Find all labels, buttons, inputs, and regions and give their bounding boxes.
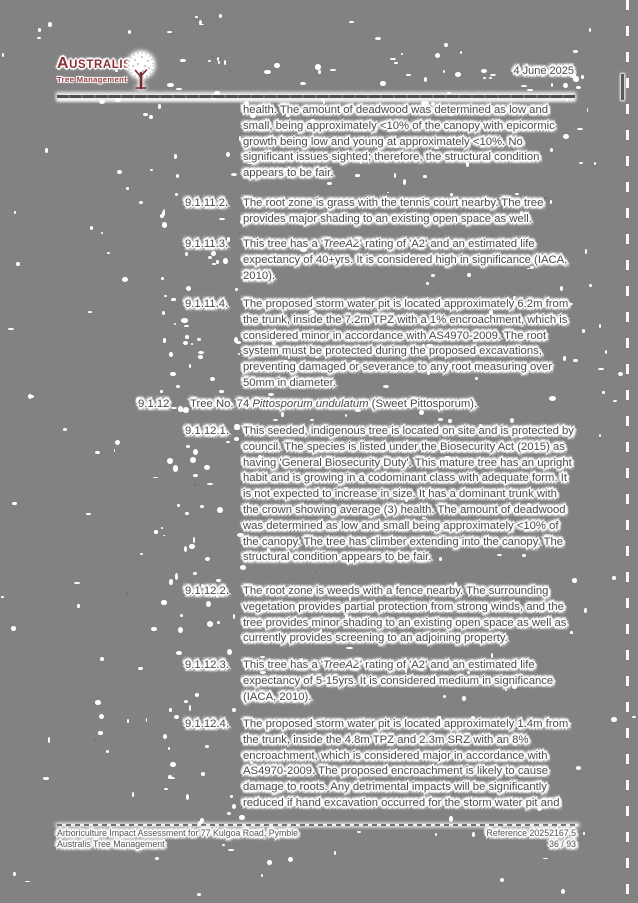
section-9.1.11.4: 9.1.11.4. The proposed storm water pit is…	[0, 297, 638, 392]
paragraph-text: This tree has a 'TreeAZ' rating of 'A2' …	[243, 238, 568, 282]
paragraph-text: health. The amount of deadwood was deter…	[243, 104, 555, 180]
paragraph-text: The root zone is grass with the tennis c…	[243, 197, 544, 225]
logo-tagline: Tree Management	[57, 75, 128, 84]
section-9.1.11.3: 9.1.11.3. This tree has a 'TreeAZ' rating…	[0, 237, 638, 284]
section-9.1.12: 9.1.12 Tree No. 74 Pittosporum undulatum …	[0, 397, 638, 413]
section-9.1.12.3: 9.1.12.3. This tree has a 'TreeAZ' rating…	[0, 658, 638, 705]
footer-page-number: 36 / 93	[549, 839, 576, 849]
section-number: 9.1.12.2.	[185, 585, 229, 597]
footer-company: Australis Tree Management	[57, 839, 165, 849]
paragraph-continuation: health. The amount of deadwood was deter…	[0, 103, 638, 182]
logo-brand-rest: USTRALIS	[69, 59, 132, 71]
paragraph-text: The root zone is weeds with a fence near…	[243, 585, 567, 645]
section-9.1.12.2: 9.1.12.2. The root zone is weeds with a f…	[0, 584, 638, 647]
footer-right: Reference 20252167.5 36 / 93	[486, 828, 576, 850]
footer-left: Arboriculture Impact Assessment for 77 K…	[57, 828, 298, 850]
footer-divider	[57, 824, 578, 826]
section-number: 9.1.12.4.	[185, 718, 229, 730]
section-number: 9.1.12.1.	[185, 425, 229, 437]
header-divider	[57, 95, 575, 98]
logo-brand-text: AUSTRALIS	[57, 56, 131, 73]
footer-reference: Reference 20252167.5	[486, 828, 576, 838]
paragraph-text: The proposed storm water pit is located …	[243, 298, 569, 389]
australis-logo: AUSTRALIS Tree Management	[57, 56, 131, 85]
paragraph-text: This seeded, indigenous tree is located …	[243, 425, 574, 564]
section-number: 9.1.11.3.	[185, 238, 229, 250]
footer-report-title: Arboriculture Impact Assessment for 77 K…	[57, 828, 299, 838]
paragraph-text: This tree has a 'TreeAZ' rating of 'A2' …	[243, 659, 554, 703]
section-9.1.12.4: 9.1.12.4. The proposed storm water pit is…	[0, 717, 638, 812]
paragraph-text: The proposed storm water pit is located …	[243, 718, 569, 809]
section-number: 9.1.12.3.	[185, 659, 229, 671]
section-number: 9.1.12	[138, 398, 170, 410]
logo-brand-initial: A	[57, 55, 70, 72]
paragraph-text: Tree No. 74 Pittosporum undulatum (Sweet…	[190, 398, 478, 410]
section-number: 9.1.11.4.	[185, 298, 229, 310]
section-number: 9.1.11.2.	[185, 197, 229, 209]
section-9.1.12.1: 9.1.12.1. This seeded, indigenous tree is…	[0, 424, 638, 566]
document-date: 4 June 2025	[513, 65, 574, 77]
tree-logo-icon	[128, 52, 154, 90]
section-9.1.11.2: 9.1.11.2. The root zone is grass with the…	[0, 196, 638, 228]
